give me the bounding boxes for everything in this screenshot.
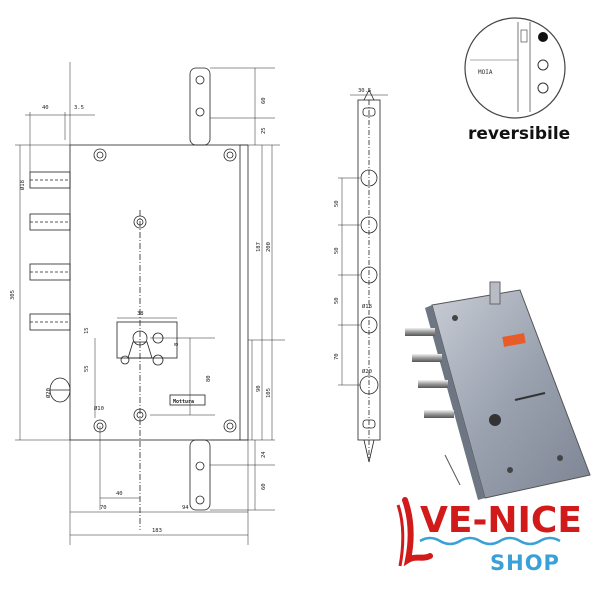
- dim-80: 80: [206, 375, 212, 382]
- dim-spacing-4: 70: [334, 353, 340, 360]
- dim-60: 60: [261, 483, 267, 490]
- brand-logo: VE-NICE SHOP: [396, 497, 582, 575]
- side-view-dimensions: 30.5 50 50 50 70 Ø18 Ø20: [334, 88, 372, 375]
- maker-label: Mottura: [173, 399, 194, 405]
- dim-left-305: 305: [10, 290, 16, 300]
- reversible-inset: MOIA: [464, 17, 566, 119]
- lock-body-outline: [69, 144, 241, 441]
- front-view: [15, 62, 285, 545]
- dim-small-bolt-dia: Ø20: [45, 388, 52, 398]
- dim-55: 55: [84, 365, 90, 372]
- dim-spacing-2: 50: [334, 247, 340, 254]
- dim-top-3-5: 3.5: [74, 105, 84, 111]
- dim-knob-dia: Ø10: [94, 405, 104, 412]
- brand-subtitle: SHOP: [490, 551, 560, 575]
- brand-name: VE-NICE: [420, 500, 582, 541]
- dim-24: 24: [261, 451, 267, 458]
- top-strike-plate: [189, 67, 211, 146]
- side-bottom-bolt-dia: Ø20: [362, 368, 372, 375]
- dim-90: 90: [256, 385, 262, 392]
- dim-right-25: 25: [261, 127, 267, 134]
- side-view: [338, 89, 388, 463]
- left-bolts: [29, 171, 71, 403]
- dim-bolt-dia: Ø18: [19, 180, 26, 190]
- dim-8: 8: [174, 343, 180, 346]
- front-view-dimensions: 40 3.5 60 25 305 187 200 90 105 24 60 Ø1…: [10, 97, 272, 534]
- cylinder-outline: [116, 321, 178, 366]
- dim-94: 94: [182, 505, 189, 511]
- dim-40-bottom: 40: [116, 491, 123, 497]
- dim-top-40: 40: [42, 105, 49, 111]
- lock-photo: [405, 281, 591, 500]
- dim-200: 200: [266, 242, 272, 252]
- dim-30-5: 30.5: [358, 88, 371, 94]
- dim-105: 105: [266, 388, 272, 398]
- dim-38: 38: [137, 311, 144, 317]
- dim-70: 70: [100, 505, 107, 511]
- dim-spacing-3: 50: [334, 297, 340, 304]
- inset-label: MOIA: [478, 69, 493, 76]
- dim-187: 187: [256, 242, 262, 252]
- dim-15: 15: [84, 327, 90, 334]
- bottom-strike-plate: [189, 439, 211, 511]
- dim-spacing-1: 50: [334, 200, 340, 207]
- reversible-caption: reversibile: [468, 124, 570, 144]
- screw-holes: [93, 148, 237, 433]
- dim-right-60: 60: [261, 97, 267, 104]
- side-bolt-dia: Ø18: [362, 303, 372, 310]
- logo-wave-mark: [402, 497, 433, 567]
- dim-183: 183: [152, 528, 162, 534]
